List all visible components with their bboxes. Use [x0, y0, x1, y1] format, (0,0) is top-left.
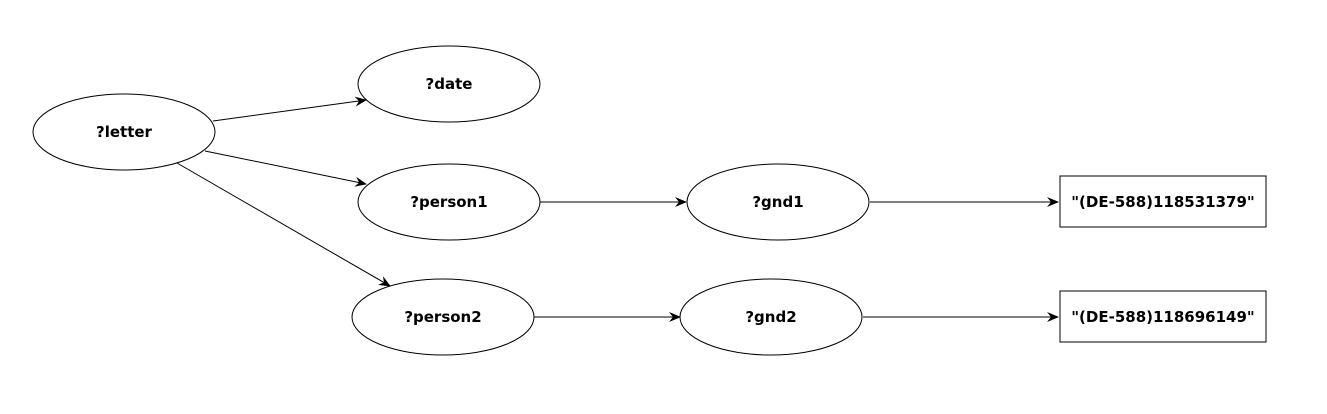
node-literal1-label: "(DE-588)118531379" [1071, 193, 1255, 211]
node-literal2-label: "(DE-588)118696149" [1071, 308, 1255, 326]
edge-letter-to-date [212, 96, 367, 122]
node-person1-shape [357, 163, 541, 241]
node-letter-label: ?letter [96, 123, 153, 141]
node-literal2[interactable]: "(DE-588)118696149" [1059, 290, 1267, 343]
node-person1[interactable]: ?person1 [357, 163, 541, 241]
node-gnd2-label: ?gnd2 [745, 308, 796, 326]
node-date-shape [357, 45, 541, 123]
node-person1-label: ?person1 [410, 193, 487, 211]
node-person2-shape [351, 278, 535, 356]
node-literal1-shape [1059, 175, 1267, 228]
edge-letter-to-person2 [176, 162, 391, 287]
node-gnd1-shape [686, 163, 870, 241]
node-date-label: ?date [426, 75, 473, 93]
node-literal1[interactable]: "(DE-588)118531379" [1059, 175, 1267, 228]
node-person2-label: ?person2 [404, 308, 481, 326]
node-gnd2[interactable]: ?gnd2 [679, 278, 863, 356]
node-gnd1-label: ?gnd1 [752, 193, 803, 211]
edge-letter-to-person1 [204, 150, 367, 187]
node-letter[interactable]: ?letter [32, 93, 216, 171]
node-person2[interactable]: ?person2 [351, 278, 535, 356]
edges [176, 96, 1059, 322]
node-literal2-shape [1059, 290, 1267, 343]
node-letter-shape [32, 93, 216, 171]
node-gnd1[interactable]: ?gnd1 [686, 163, 870, 241]
node-gnd2-shape [679, 278, 863, 356]
node-date[interactable]: ?date [357, 45, 541, 123]
